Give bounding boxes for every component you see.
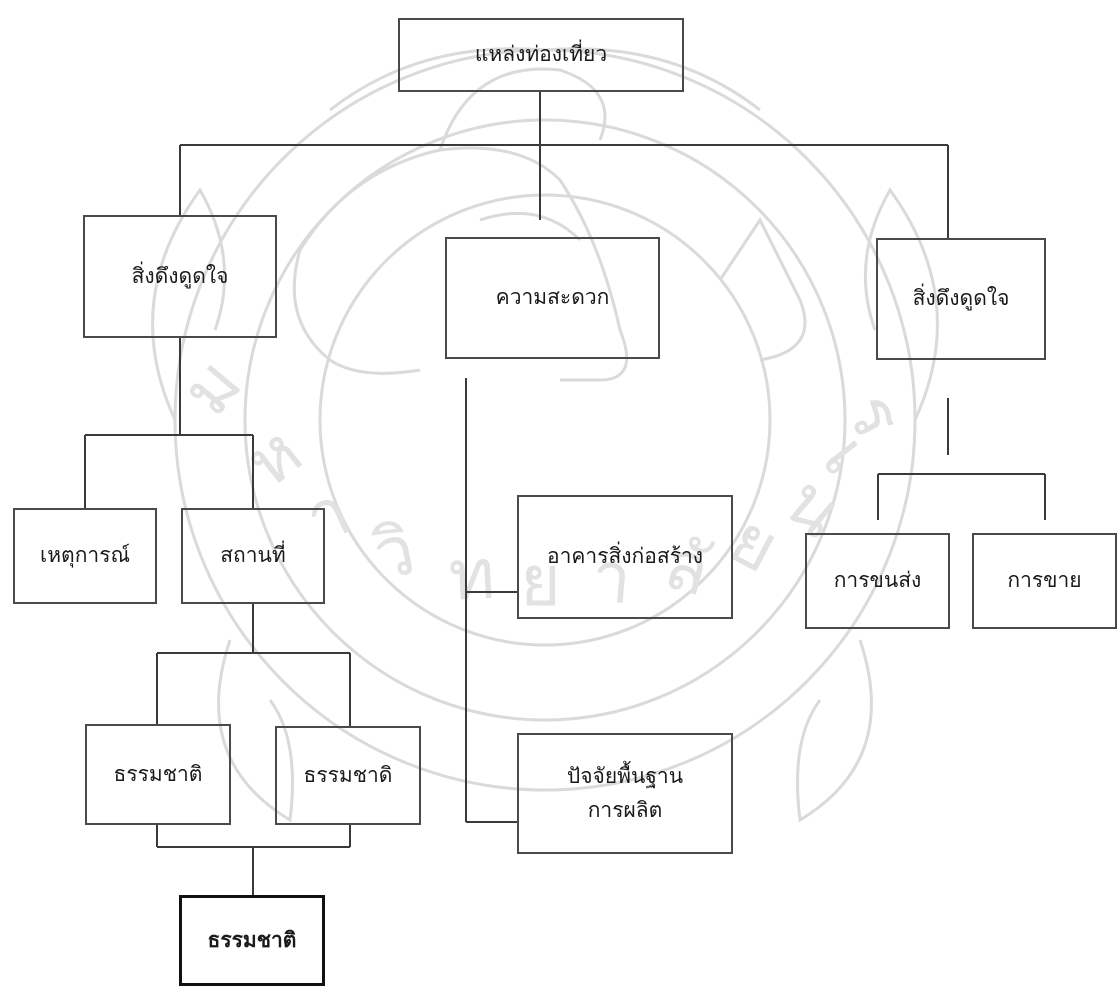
nature-b-node: ธรรมชาดิ	[275, 726, 421, 825]
sales-label: การขาย	[1007, 568, 1082, 593]
infrastructure-node: ปัจจัยพื้นฐาน การผลิต	[517, 733, 733, 854]
event-node: เหตุการณ์	[13, 508, 157, 604]
building-node: อาคารสิ่งก่อสร้าง	[517, 495, 733, 619]
left-attraction-node: สิ่งดึงดูดใจ	[83, 215, 277, 338]
nature-a-node: ธรรมชาติ	[85, 724, 231, 825]
nature-result-node: ธรรมชาติ	[179, 895, 325, 986]
left-attraction-label: สิ่งดึงดูดใจ	[131, 263, 229, 288]
root-node: แหล่งท่องเที่ยว	[398, 18, 684, 92]
root-label: แหล่งท่องเที่ยว	[474, 42, 608, 67]
place-node: สถานที่	[181, 508, 325, 604]
place-label: สถานที่	[220, 543, 286, 568]
convenience-label: ความสะดวก	[495, 285, 610, 310]
transport-node: การขนส่ง	[805, 533, 950, 629]
infrastructure-label-line2: การผลิต	[587, 797, 663, 822]
sales-node: การขาย	[972, 533, 1117, 629]
svg-text:ท: ท	[447, 533, 497, 617]
svg-text:า: า	[589, 535, 635, 620]
building-label: อาคารสิ่งก่อสร้าง	[546, 544, 704, 569]
event-label: เหตุการณ์	[40, 543, 130, 568]
nature-b-label: ธรรมชาดิ	[303, 762, 393, 787]
nature-result-label: ธรรมชาติ	[207, 927, 297, 952]
right-attraction-label: สิ่งดึงดูดใจ	[912, 286, 1010, 311]
infrastructure-label-line1: ปัจจัยพื้นฐาน	[566, 763, 684, 788]
svg-text:ย: ย	[520, 540, 561, 622]
nature-a-label: ธรรมชาติ	[113, 761, 203, 786]
convenience-node: ความสะดวก	[445, 237, 660, 359]
transport-label: การขนส่ง	[833, 568, 922, 593]
right-attraction-node: สิ่งดึงดูดใจ	[876, 238, 1046, 360]
